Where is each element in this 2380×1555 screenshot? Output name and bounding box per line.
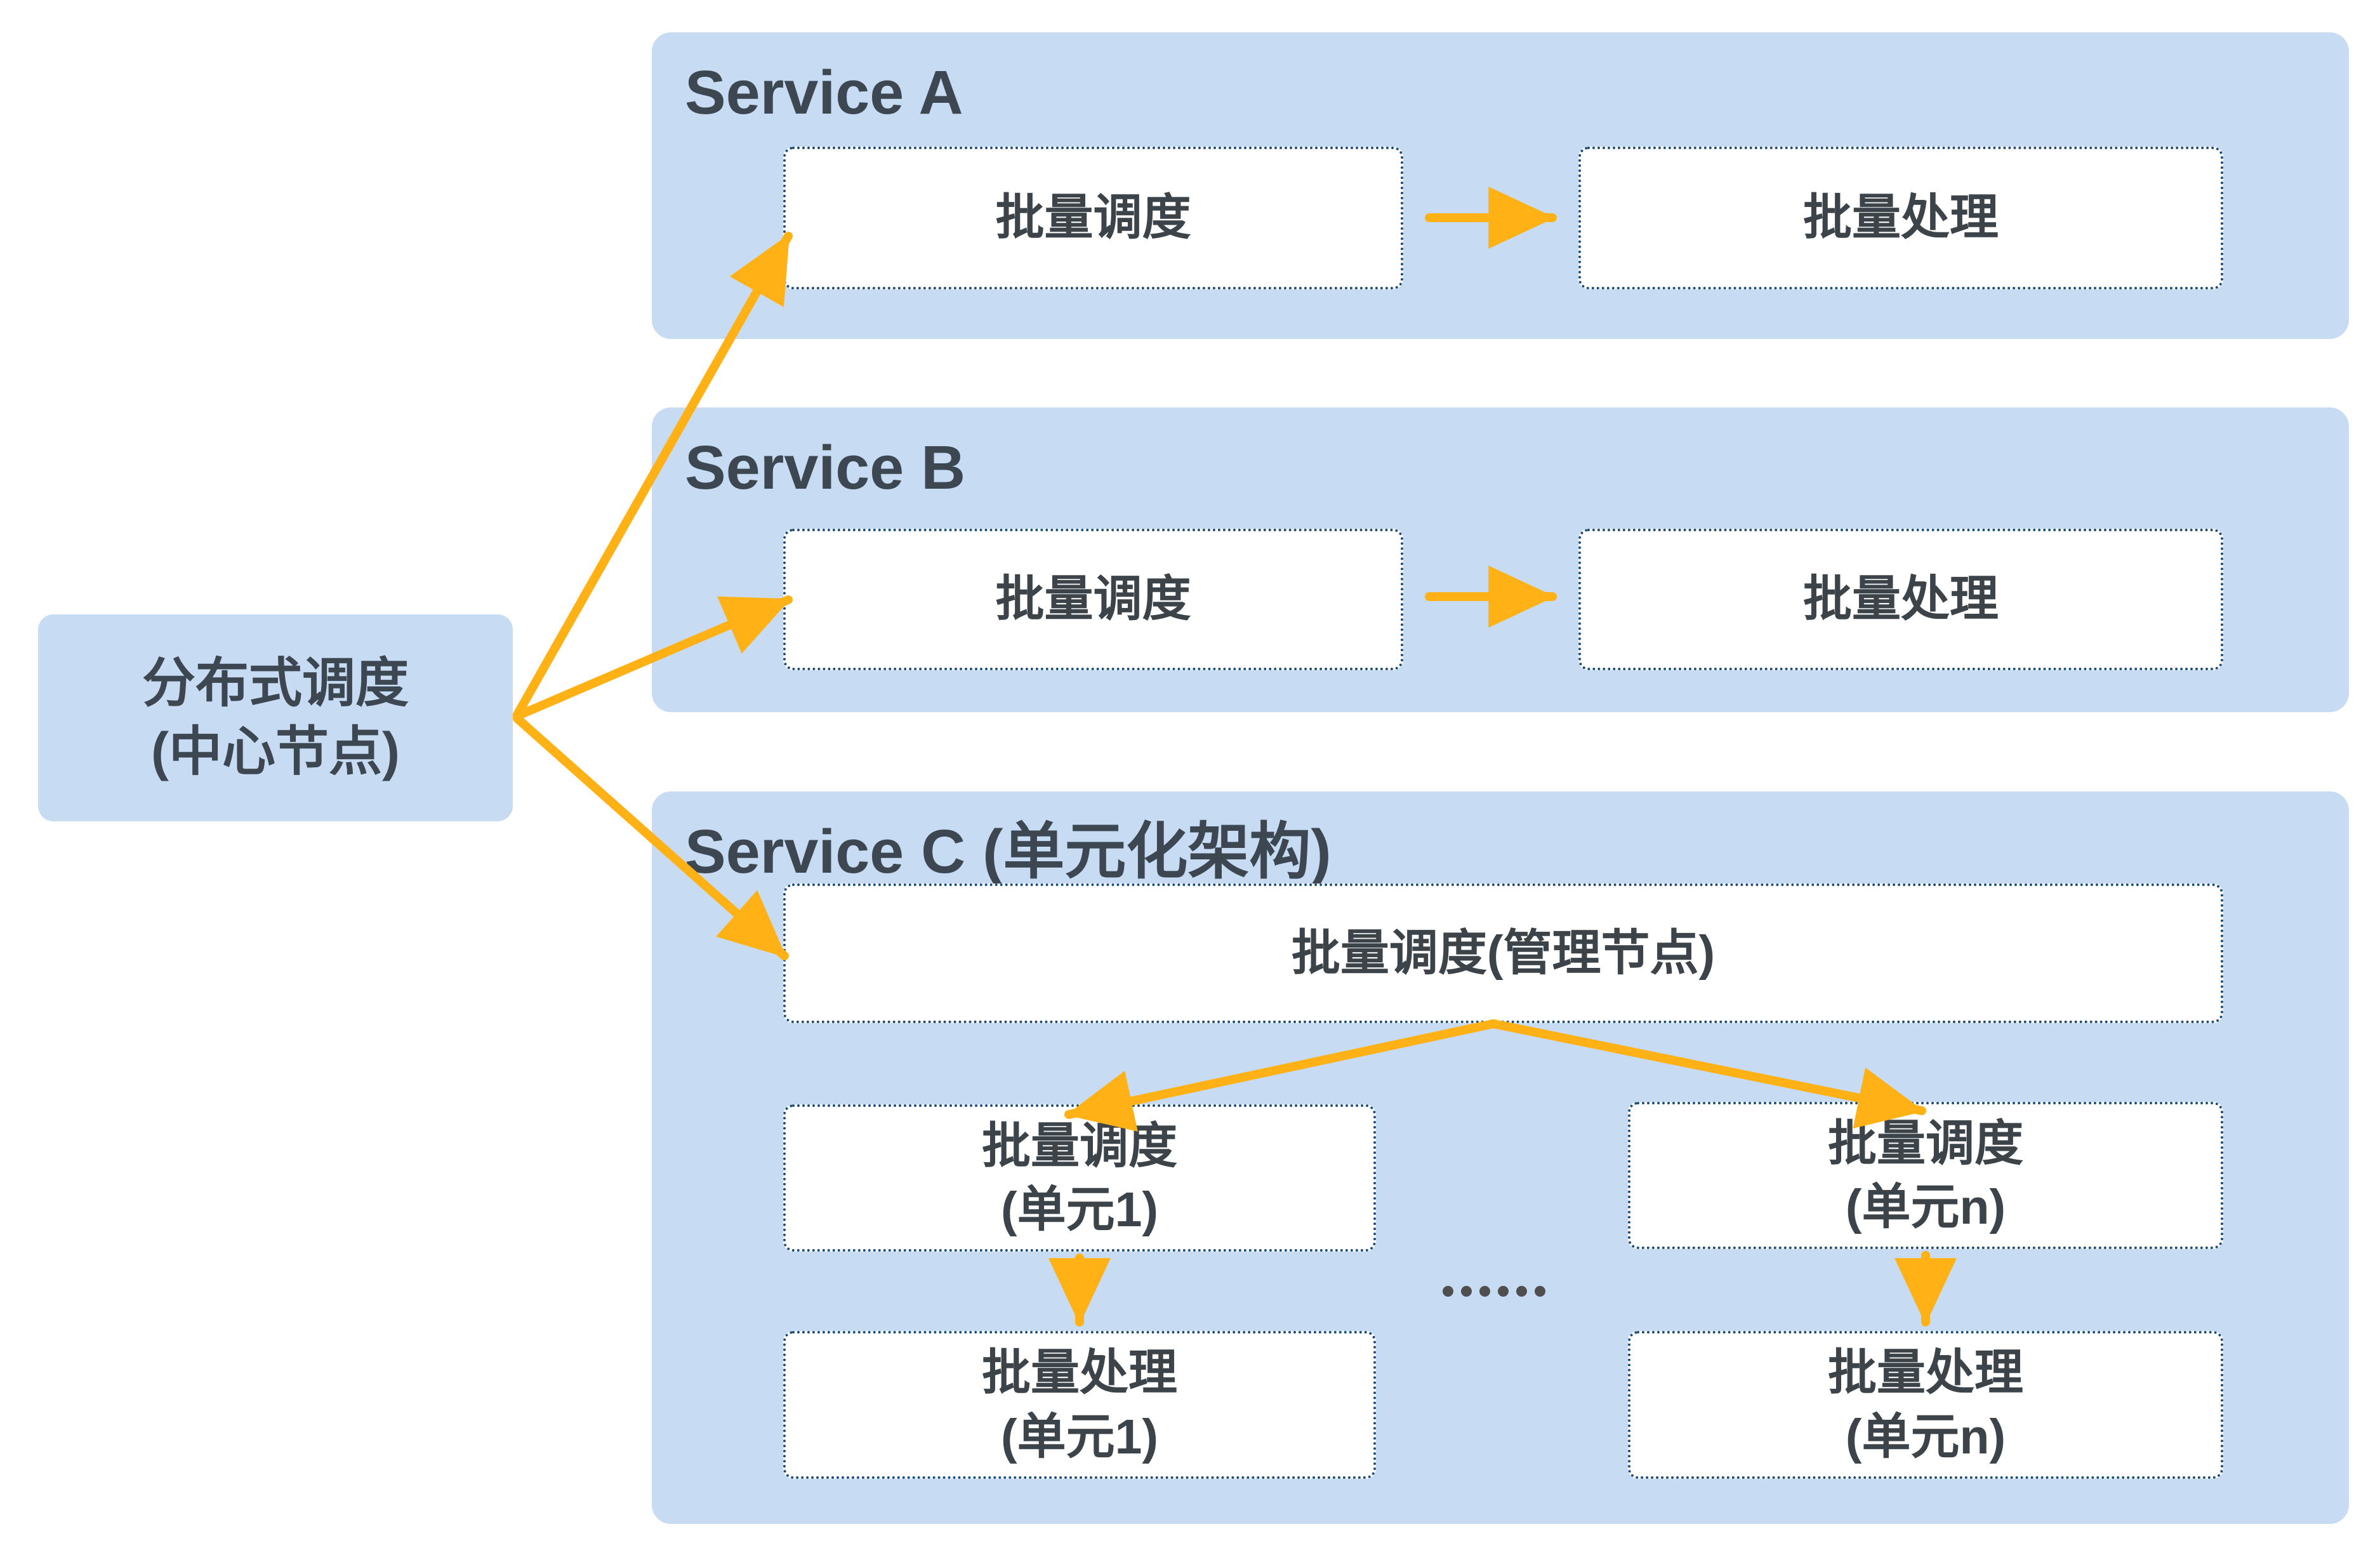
service-c-manager-scheduler-label: 批量调度(管理节点) xyxy=(1291,925,1716,981)
service-a-batch-scheduler-box: 批量调度 xyxy=(783,147,1403,289)
service-b-batch-processor-box: 批量处理 xyxy=(1578,529,2223,670)
service-c-unitn-processor-box: 批量处理 (单元n) xyxy=(1628,1331,2223,1479)
service-a-batch-scheduler-label: 批量调度 xyxy=(995,190,1191,246)
service-c-unit1-processor-box: 批量处理 (单元1) xyxy=(783,1331,1376,1479)
ellipsis-dot xyxy=(1443,1285,1453,1297)
service-b-title: Service B xyxy=(685,433,966,502)
ellipsis-dots xyxy=(1443,1280,1545,1302)
service-c-title: Service C (单元化架构) xyxy=(685,817,1332,886)
service-b-panel: Service B 批量调度 批量处理 xyxy=(652,407,2349,712)
service-c-unit1-scheduler-line2: (单元1) xyxy=(1000,1182,1159,1237)
service-c-unit1-processor-line2: (单元1) xyxy=(1000,1409,1159,1464)
service-c-unitn-processor-line1: 批量处理 xyxy=(1828,1346,2023,1401)
service-c-unitn-scheduler-line1: 批量调度 xyxy=(1828,1116,2023,1171)
central-scheduler-line1: 分布式调度 xyxy=(142,653,409,713)
service-a-panel: Service A 批量调度 批量处理 xyxy=(652,32,2349,339)
service-c-manager-scheduler-box: 批量调度(管理节点) xyxy=(783,883,2223,1023)
service-c-unitn-scheduler-box: 批量调度 (单元n) xyxy=(1628,1102,2223,1249)
ellipsis-dot xyxy=(1498,1285,1509,1297)
service-c-unit1-scheduler-box: 批量调度 (单元1) xyxy=(783,1104,1376,1252)
service-b-batch-scheduler-box: 批量调度 xyxy=(783,529,1403,670)
service-b-batch-processor-label: 批量处理 xyxy=(1803,572,1999,627)
service-a-batch-processor-label: 批量处理 xyxy=(1803,190,1999,246)
central-scheduler-line2: (中心节点) xyxy=(151,722,400,781)
service-c-unit1-processor-line1: 批量处理 xyxy=(982,1346,1177,1401)
ellipsis-dot xyxy=(1516,1285,1527,1297)
service-b-batch-scheduler-label: 批量调度 xyxy=(995,572,1191,627)
service-c-unitn-processor-line2: (单元n) xyxy=(1845,1409,2006,1464)
service-c-panel: Service C (单元化架构) 批量调度(管理节点) 批量调度 (单元1) … xyxy=(652,791,2349,1524)
service-a-title: Service A xyxy=(685,58,963,127)
central-scheduler-node: 分布式调度 (中心节点) xyxy=(38,614,513,821)
service-c-unitn-scheduler-line2: (单元n) xyxy=(1845,1180,2006,1234)
service-a-batch-processor-box: 批量处理 xyxy=(1578,147,2223,289)
ellipsis-dot xyxy=(1535,1285,1545,1297)
ellipsis-dot xyxy=(1479,1285,1490,1297)
service-c-unit1-scheduler-line1: 批量调度 xyxy=(982,1118,1177,1174)
ellipsis-dot xyxy=(1461,1285,1472,1297)
